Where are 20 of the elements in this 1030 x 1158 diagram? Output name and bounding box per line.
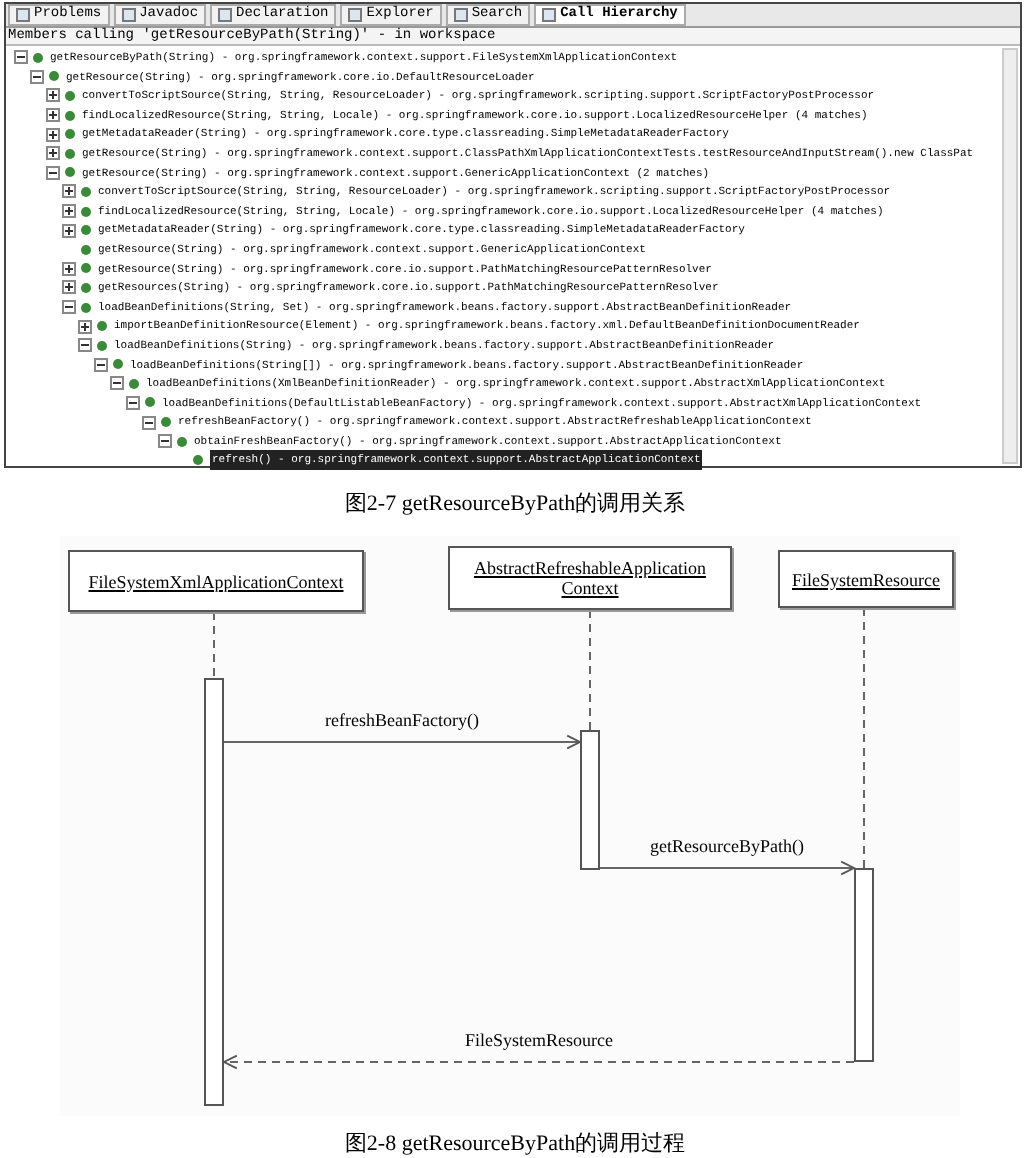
activation-bar [580,730,600,870]
figure-caption: 图2-7 getResourceByPath的调用关系 [342,489,688,520]
message-label: FileSystemResource [463,1030,615,1050]
object-name: FileSystemResource [790,569,942,589]
message-arrow [599,860,855,876]
lifeline-header-box [68,550,364,612]
object-name: AbstractRefreshableApplication Context [472,558,708,598]
activation-bar [854,868,874,1062]
lifeline [589,609,591,731]
lifeline-header-box [448,546,732,610]
lifeline [213,611,215,679]
activation-bar [204,678,224,1106]
message-arrow [223,734,581,750]
message-label: getResourceByPath() [648,836,806,856]
message-arrow [223,1054,855,1070]
lifeline [863,607,865,869]
figure-caption: 图2-8 getResourceByPath的调用过程 [342,1130,688,1158]
object-name: FileSystemXmlApplicationContext [86,571,346,591]
lifeline-header-box [778,550,954,608]
message-label: refreshBeanFactory() [323,710,481,730]
